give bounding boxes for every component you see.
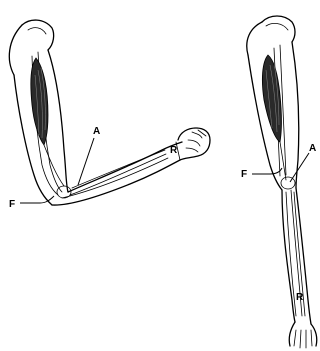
left-forearm-bottom <box>52 160 180 205</box>
left-shoulder-detail <box>28 28 46 34</box>
left-shoulder-outline <box>22 20 54 50</box>
right-label-a: A <box>309 143 316 154</box>
right-a-leader <box>290 153 309 182</box>
right-forearm-inner <box>282 190 295 322</box>
right-label-f: F <box>241 169 247 180</box>
right-upper-arm-outer <box>292 42 299 188</box>
left-shoulder-contour <box>9 25 22 75</box>
right-shoulder-contour <box>247 22 262 55</box>
left-forearm-top <box>68 142 182 192</box>
left-biceps-muscle <box>31 58 48 145</box>
right-hand <box>289 322 317 346</box>
flexed-arm-illustration: A F R <box>9 20 210 210</box>
left-label-r: R <box>170 145 178 156</box>
right-f-leader <box>252 168 282 174</box>
right-shoulder-outline <box>262 16 295 42</box>
right-biceps-muscle <box>262 55 281 142</box>
left-label-f: F <box>9 199 15 210</box>
extended-arm-illustration: A F R <box>241 16 317 348</box>
left-a-leader <box>78 138 94 185</box>
right-label-r: R <box>296 292 304 303</box>
right-elbow-joint <box>281 177 295 189</box>
left-radius <box>72 150 165 188</box>
left-upper-arm-outer <box>48 50 68 192</box>
left-label-a: A <box>93 126 100 137</box>
